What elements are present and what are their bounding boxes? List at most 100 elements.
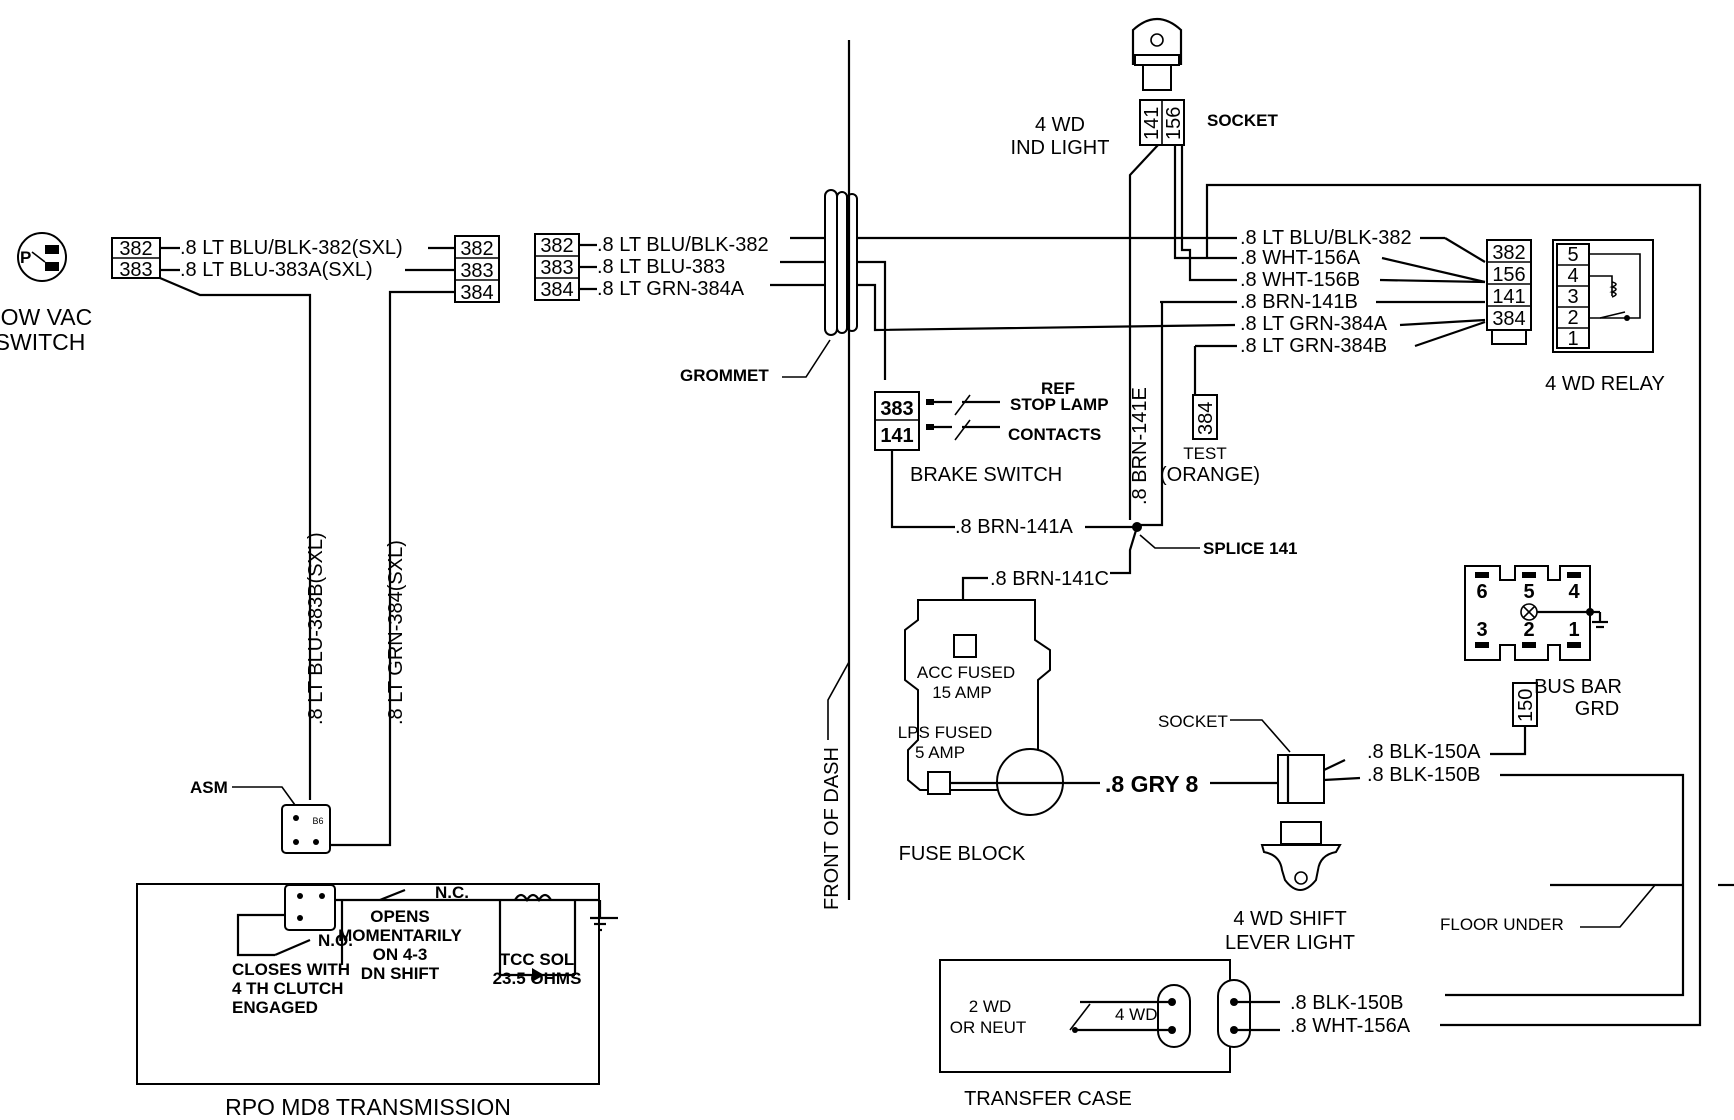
relay-pin-382: 382 xyxy=(1492,242,1525,264)
relay-pin-141: 141 xyxy=(1492,286,1525,308)
grommet-label: GROMMET xyxy=(680,366,769,385)
pin-382: 382 xyxy=(119,238,152,260)
relay-label: 4 WD RELAY xyxy=(1545,373,1665,395)
bus-pin-5: 5 xyxy=(1523,581,1534,603)
relay-wire-141b: .8 BRN-141B xyxy=(1240,291,1358,313)
pin-382: 382 xyxy=(540,235,573,257)
opens-4: DN SHIFT xyxy=(361,964,440,983)
ind-light-2: IND LIGHT xyxy=(1011,137,1110,159)
floor-under-label: FLOOR UNDER xyxy=(1440,915,1564,934)
brn-141a-label: .8 BRN-141A xyxy=(955,516,1073,538)
relay: 5 4 3 2 1 xyxy=(1552,239,1654,353)
fuse-block-label: FUSE BLOCK xyxy=(899,843,1026,865)
bus-bar: 6 5 4 3 2 1 xyxy=(1464,565,1608,661)
pin-383: 383 xyxy=(540,257,573,279)
brake-switch: 383 141 xyxy=(874,391,1000,451)
asm-switch: B6 ASM xyxy=(190,778,331,854)
tcc-solenoid-icon xyxy=(514,893,552,903)
diode-icon xyxy=(532,968,544,982)
pin-382: 382 xyxy=(460,238,493,260)
wire-label-382: .8 LT BLU/BLK-382 xyxy=(597,234,769,256)
bus-pin-6: 6 xyxy=(1476,581,1487,603)
shift-light-2: LEVER LIGHT xyxy=(1225,932,1355,954)
blk-150a-label: .8 BLK-150A xyxy=(1367,741,1481,763)
wire-384a xyxy=(770,283,1236,332)
wire-label-383bsxl: .8 LT BLU-383B(SXL) xyxy=(305,532,327,725)
wire-156b xyxy=(1180,145,1237,282)
relay-connector: 382 156 141 384 xyxy=(1486,239,1532,345)
tc-connector xyxy=(1217,979,1280,1048)
front-of-dash-label: FRONT OF DASH xyxy=(821,747,843,910)
relay-pin-4: 4 xyxy=(1567,265,1578,287)
gry-8-label: .8 GRY 8 xyxy=(1105,771,1199,797)
tc-4wd: 4 WD xyxy=(1115,1005,1158,1024)
wire-141e xyxy=(1128,144,1159,520)
relay-wire-382: .8 LT BLU/BLK-382 xyxy=(1240,227,1412,249)
bulb-icon xyxy=(1260,844,1342,891)
p-label: P xyxy=(20,248,31,267)
brake-pin-141: 141 xyxy=(880,425,913,447)
connector-left-right: 382 383 384 xyxy=(454,235,500,304)
connector-left: 382 383 xyxy=(111,237,161,281)
wire-141b xyxy=(1137,302,1164,527)
closes-2: 4 TH CLUTCH xyxy=(232,979,343,998)
bus-pin-3: 3 xyxy=(1476,619,1487,641)
transfer-case-label: TRANSFER CASE xyxy=(964,1088,1132,1110)
tcc-2: 23.5 OHMS xyxy=(493,969,582,988)
ind-light-bulb xyxy=(1131,17,1183,91)
wire-label-384a: .8 LT GRN-384A xyxy=(597,278,745,300)
relay-coil-icon xyxy=(1609,281,1617,298)
test-label-1: TEST xyxy=(1183,444,1226,463)
ind-light-socket: 141 156 xyxy=(1139,99,1185,146)
no-label: N.O. xyxy=(318,931,353,950)
relay-wire-156b: .8 WHT-156B xyxy=(1240,269,1360,291)
bus-bar-label-1: BUS BAR xyxy=(1534,676,1622,698)
transmission-box: N.C. N.O. OPENS MOMENTARILY ON 4-3 DN SH… xyxy=(136,883,618,1120)
tc-2wd: 2 WD xyxy=(969,997,1012,1016)
wire-label-383asxl: .8 LT BLU-383A(SXL) xyxy=(180,259,373,281)
asm-pin: B6 xyxy=(312,816,323,826)
tc-wire-150b: .8 BLK-150B xyxy=(1290,992,1403,1014)
bus-pin-4: 4 xyxy=(1568,581,1580,603)
bus-pin-1: 1 xyxy=(1568,619,1579,641)
brake-stop-lamp: STOP LAMP xyxy=(1010,395,1109,414)
ind-socket-label: SOCKET xyxy=(1207,111,1278,130)
brake-ref: REF xyxy=(1041,379,1075,398)
relay-pin-1: 1 xyxy=(1567,328,1578,350)
pin-383: 383 xyxy=(460,260,493,282)
wire-label-382sxl: .8 LT BLU/BLK-382(SXL) xyxy=(180,237,403,259)
brake-pin-383: 383 xyxy=(880,398,913,420)
nc-label: N.C. xyxy=(435,883,469,902)
shift-light-bulb xyxy=(1260,821,1342,891)
bus-bar-150 xyxy=(1512,682,1538,727)
bus-pin-2: 2 xyxy=(1523,619,1534,641)
splice-label: SPLICE 141 xyxy=(1203,539,1298,558)
transmission-label: RPO MD8 TRANSMISSION xyxy=(225,1094,511,1120)
lps-label-1: LPS FUSED xyxy=(898,723,992,742)
shift-socket-label: SOCKET xyxy=(1158,712,1228,731)
low-vac-label-1: LOW VAC xyxy=(0,304,92,330)
transfer-case xyxy=(939,959,1231,1073)
wire-156a xyxy=(1173,145,1237,260)
connector-mid: 382 383 384 xyxy=(534,233,580,301)
relay-pin-3: 3 xyxy=(1567,286,1578,308)
test-label-2: (ORANGE) xyxy=(1160,464,1260,486)
pin-383: 383 xyxy=(119,259,152,281)
bus-bar-150-pin: 150 xyxy=(1515,689,1537,722)
brake-switch-label: BRAKE SWITCH xyxy=(910,464,1062,486)
relay-pin-5: 5 xyxy=(1567,244,1578,266)
acc-label-1: ACC FUSED xyxy=(917,663,1015,682)
opens-1: OPENS xyxy=(370,907,430,926)
bus-bar-label-2: GRD xyxy=(1575,698,1619,720)
lps-label-2: 5 AMP xyxy=(915,743,965,762)
wire-383 xyxy=(780,260,887,380)
pin-156: 156 xyxy=(1163,107,1185,140)
closes-3: ENGAGED xyxy=(232,998,318,1017)
acc-label-2: 15 AMP xyxy=(932,683,992,702)
tc-or-neut: OR NEUT xyxy=(950,1018,1027,1037)
low-vac-switch: P LOW VAC SWITCH xyxy=(0,232,92,355)
brn-141e-label: .8 BRN-141E xyxy=(1129,387,1151,505)
test-pin: 384 xyxy=(1195,402,1217,435)
shift-light-1: 4 WD SHIFT xyxy=(1233,908,1346,930)
